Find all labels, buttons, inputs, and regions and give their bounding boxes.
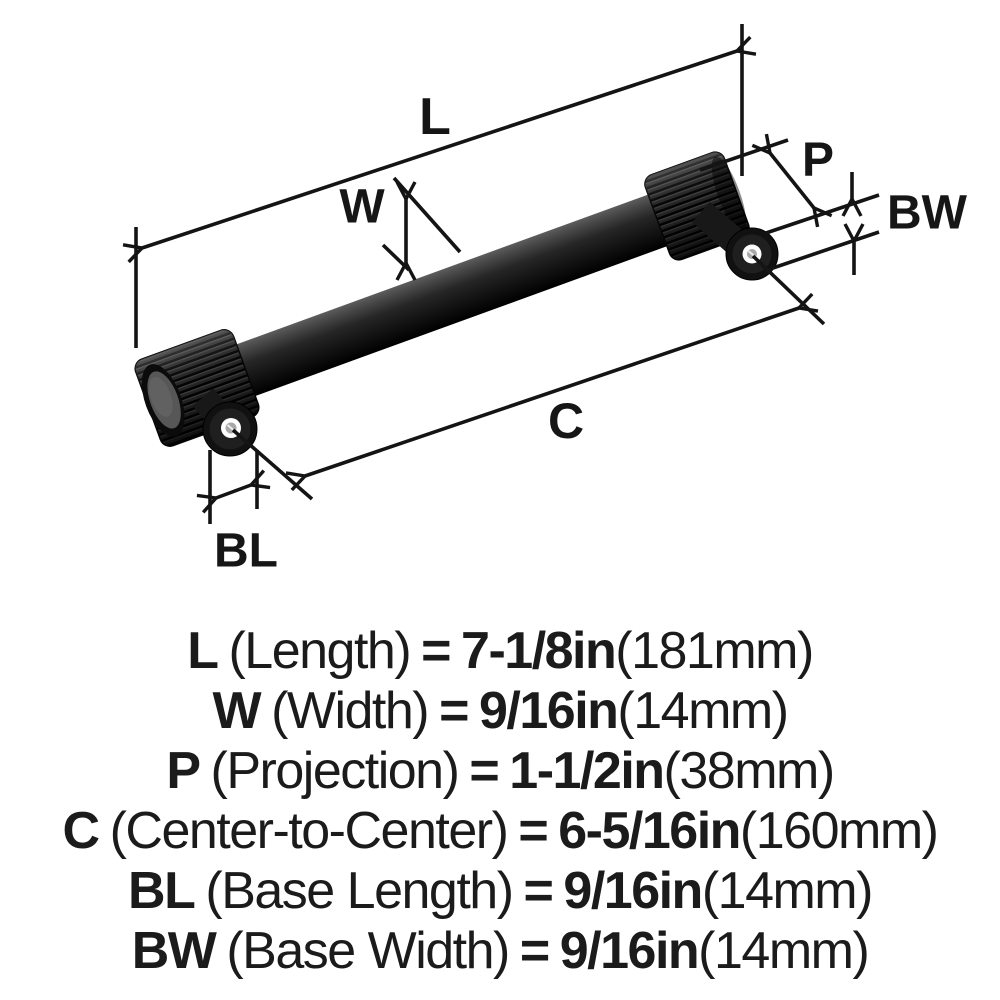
legend-equals-sign: =	[518, 802, 548, 860]
legend-dimension-name: (Base Width)	[226, 922, 510, 980]
dim-label-base-length: BL	[214, 525, 278, 578]
dimension-lines	[136, 24, 880, 524]
dim-label-base-width: BW	[887, 187, 968, 240]
legend-row-projection: P(Projection)=1-1/2in(38mm)	[0, 741, 1000, 801]
left-mount-base	[202, 401, 258, 457]
legend-row-base-width: BW(Base Width)=9/16in(14mm)	[0, 921, 1000, 981]
legend-equals-sign: =	[439, 682, 469, 740]
legend-value-metric: (181mm)	[615, 622, 814, 680]
legend-row-base-length: BL(Base Length)=9/16in(14mm)	[0, 861, 1000, 921]
legend-dimension-name: (Center-to-Center)	[109, 802, 509, 860]
dim-length-arrow	[142, 51, 737, 248]
legend-equals-sign: =	[469, 742, 499, 800]
legend-value-inches: 7-1/8in	[461, 622, 617, 680]
legend-symbol: BL	[128, 862, 196, 920]
legend-dimension-name: (Width)	[271, 682, 430, 740]
legend-row-width: W(Width)=9/16in(14mm)	[0, 681, 1000, 741]
legend-value-inches: 9/16in	[559, 922, 700, 980]
legend-row-length: L(Length)=7-1/8in(181mm)	[0, 621, 1000, 681]
dim-label-projection: P	[802, 134, 834, 187]
dim-base-length-arrow	[216, 485, 251, 498]
legend-dimension-name: (Length)	[228, 622, 411, 680]
legend-symbol: P	[166, 742, 201, 800]
legend-symbol: L	[187, 622, 219, 680]
legend-equals-sign: =	[519, 922, 550, 980]
legend-value-metric: (160mm)	[739, 802, 939, 860]
legend-symbol: C	[62, 802, 101, 860]
legend-dimension-name: (Projection)	[210, 742, 460, 800]
legend-dimension-name: (Base Length)	[205, 862, 514, 920]
dim-base-width-line-bottom	[769, 230, 880, 271]
dim-label-width: W	[339, 181, 385, 234]
left-cap-face-highlight	[149, 376, 173, 417]
handle-diagram-svg: L W P BW C BL	[0, 24, 968, 578]
dim-projection-arrow	[770, 153, 814, 208]
legend-equals-sign: =	[421, 622, 451, 680]
legend-value-metric: (14mm)	[698, 922, 870, 980]
legend-value-inches: 9/16in	[563, 862, 703, 920]
legend-row-center-to-center: C(Center-to-Center)=6-5/16in(160mm)	[0, 801, 1000, 861]
legend-symbol: W	[212, 682, 261, 740]
legend-value-inches: 6-5/16in	[558, 802, 741, 860]
dim-width-tick-top	[392, 176, 462, 254]
legend-value-inches: 9/16in	[479, 682, 619, 740]
dim-center-arrow	[305, 308, 799, 476]
dim-base-width-line-top	[765, 193, 880, 235]
legend-value-metric: (14mm)	[701, 862, 874, 920]
legend-value-metric: (14mm)	[617, 682, 789, 740]
dimension-legend: L(Length)=7-1/8in(181mm) W(Width)=9/16in…	[0, 621, 1000, 981]
legend-value-inches: 1-1/2in	[509, 742, 665, 800]
legend-equals-sign: =	[523, 862, 554, 920]
dim-label-center-to-center: C	[548, 393, 584, 449]
dim-label-length: L	[419, 88, 451, 146]
dim-center-leader-right	[751, 254, 826, 326]
legend-value-metric: (38mm)	[663, 742, 836, 800]
legend-symbol: BW	[131, 922, 217, 980]
